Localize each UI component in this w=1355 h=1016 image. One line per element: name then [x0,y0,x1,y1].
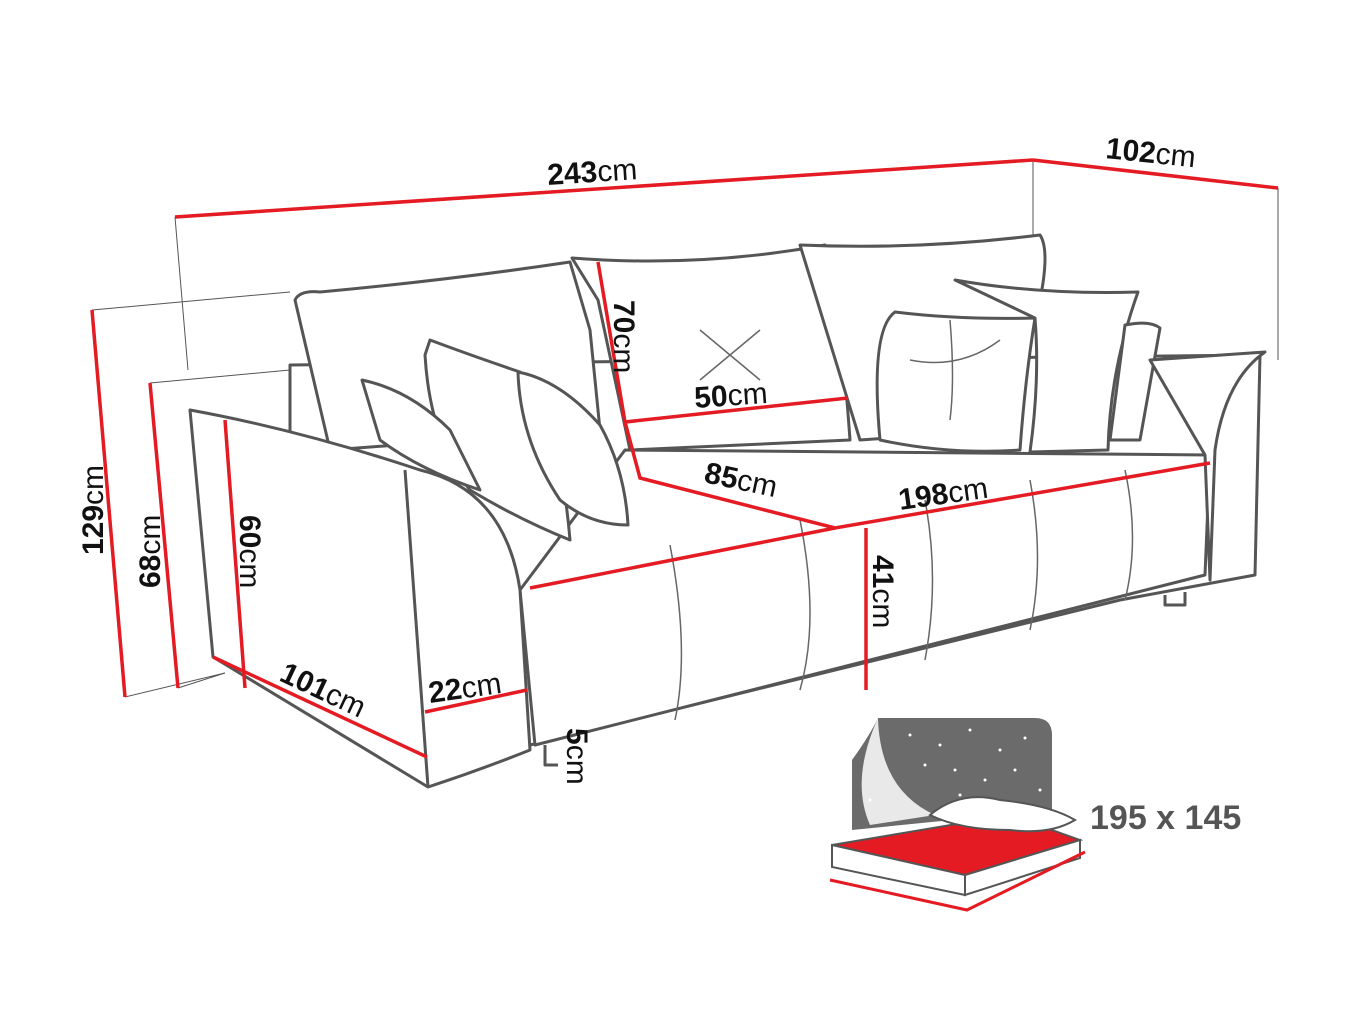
moon-icon [861,718,935,825]
label-seat-depth: 85cm [702,457,781,505]
label-arm-height: 60cm [233,515,266,588]
label-total-height: 129cm [77,465,110,555]
label-cushion-height: 70cm [607,300,640,373]
dimension-lines [90,158,1279,759]
dim-line-depth [1032,158,1279,190]
dim-line-cushion-height [596,261,627,423]
dim-line-arm-height [223,419,247,689]
bed-function-icon [829,718,1086,912]
label-seat-width: 198cm [896,472,990,517]
dim-line-total-width [174,158,1034,219]
stars-icon [868,728,1042,802]
dim-line-seat-front [529,526,836,590]
label-leg-height: 5cm [560,728,593,785]
dim-line-arm-width [424,688,528,714]
guide-lines [91,160,1279,698]
dim-line-total-height [90,309,127,698]
label-depth: 102cm [1104,132,1197,174]
label-seat-height: 41cm [866,555,899,628]
label-cushion-width: 50cm [693,377,768,415]
pillow-icon [928,796,1077,833]
dim-line-arm-depth [212,655,428,759]
label-total-width: 243cm [546,153,638,192]
label-back-height: 68cm [134,515,167,588]
dim-line-back-height [148,382,180,689]
dim-line-seat [623,421,1211,530]
sleeping-area-label: 195 x 145 [1090,799,1241,837]
dim-line-cushion-width [624,396,849,424]
label-arm-width: 22cm [426,667,503,710]
